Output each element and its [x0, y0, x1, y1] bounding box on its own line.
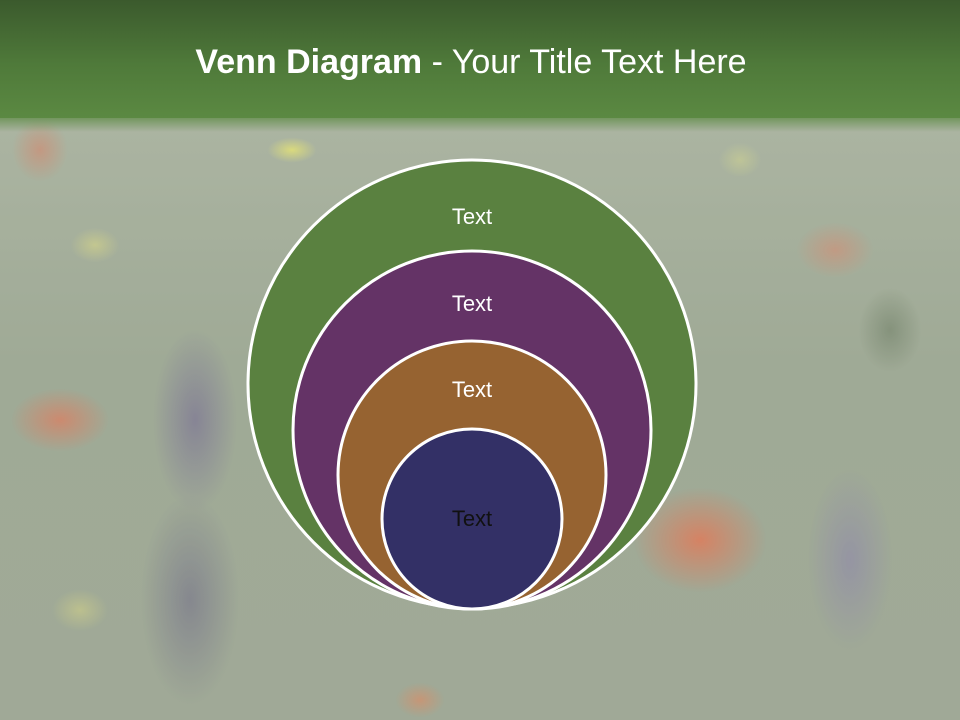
title-bar: Venn Diagram - Your Title Text Here — [0, 0, 960, 132]
title-bold-part: Venn Diagram — [195, 43, 423, 81]
venn-circle-second-label: Text — [452, 291, 492, 316]
venn-circle-inner-label: Text — [452, 506, 492, 531]
venn-circle-third-label: Text — [452, 377, 492, 402]
title-rest-part: - Your Title Text Here — [422, 43, 747, 81]
slide-title[interactable]: Venn Diagram - Your Title Text Here — [0, 40, 942, 84]
venn-circle-inner-shape — [380, 427, 564, 611]
venn-circle-inner[interactable]: Text — [380, 427, 564, 611]
venn-circle-outer-label: Text — [452, 204, 492, 229]
